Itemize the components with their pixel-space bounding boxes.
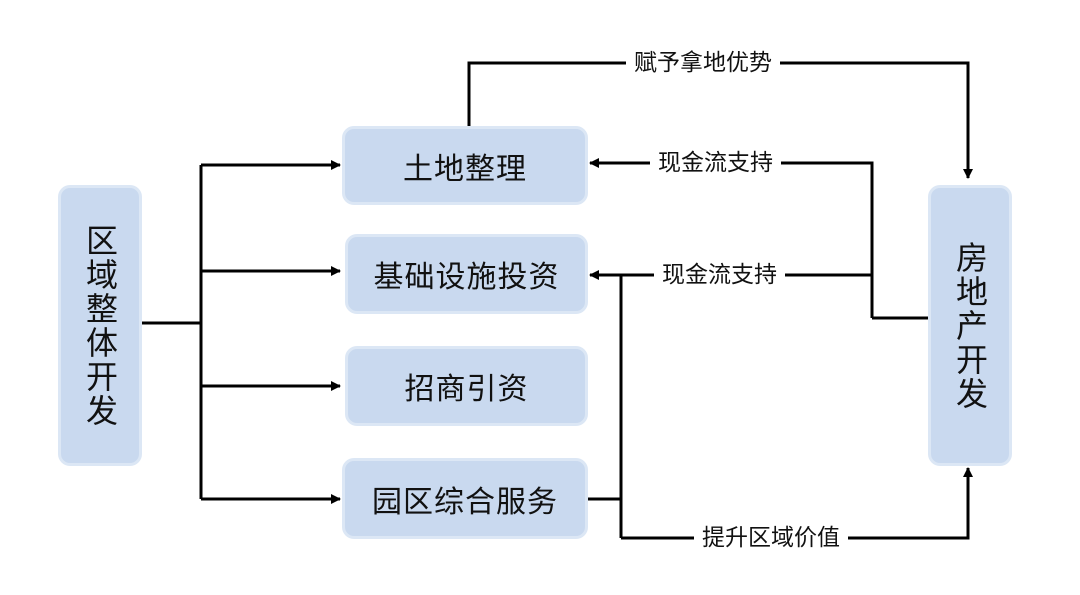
box-infra-label: 基础设施投资	[373, 260, 560, 295]
box-land: 土地整理	[342, 126, 588, 205]
right-box-label: 房地产开发	[951, 240, 989, 411]
left-box: 区域整体开发	[58, 185, 142, 466]
box-land-label: 土地整理	[403, 151, 527, 187]
box-service-label: 园区综合服务	[372, 484, 558, 520]
label-top: 赋予拿地优势	[626, 48, 780, 78]
arrow-cash1	[589, 158, 874, 318]
box-invest-label: 招商引资	[404, 372, 529, 407]
box-service: 园区综合服务	[342, 458, 588, 539]
label-cash1: 现金流支持	[650, 148, 781, 178]
label-bottom: 提升区域价值	[694, 523, 848, 553]
box-invest: 招商引资	[345, 346, 588, 426]
left-box-label: 区域整体开发	[81, 223, 119, 428]
box-infra: 基础设施投资	[345, 234, 588, 314]
right-box: 房地产开发	[928, 185, 1012, 466]
label-cash2: 现金流支持	[654, 260, 785, 290]
